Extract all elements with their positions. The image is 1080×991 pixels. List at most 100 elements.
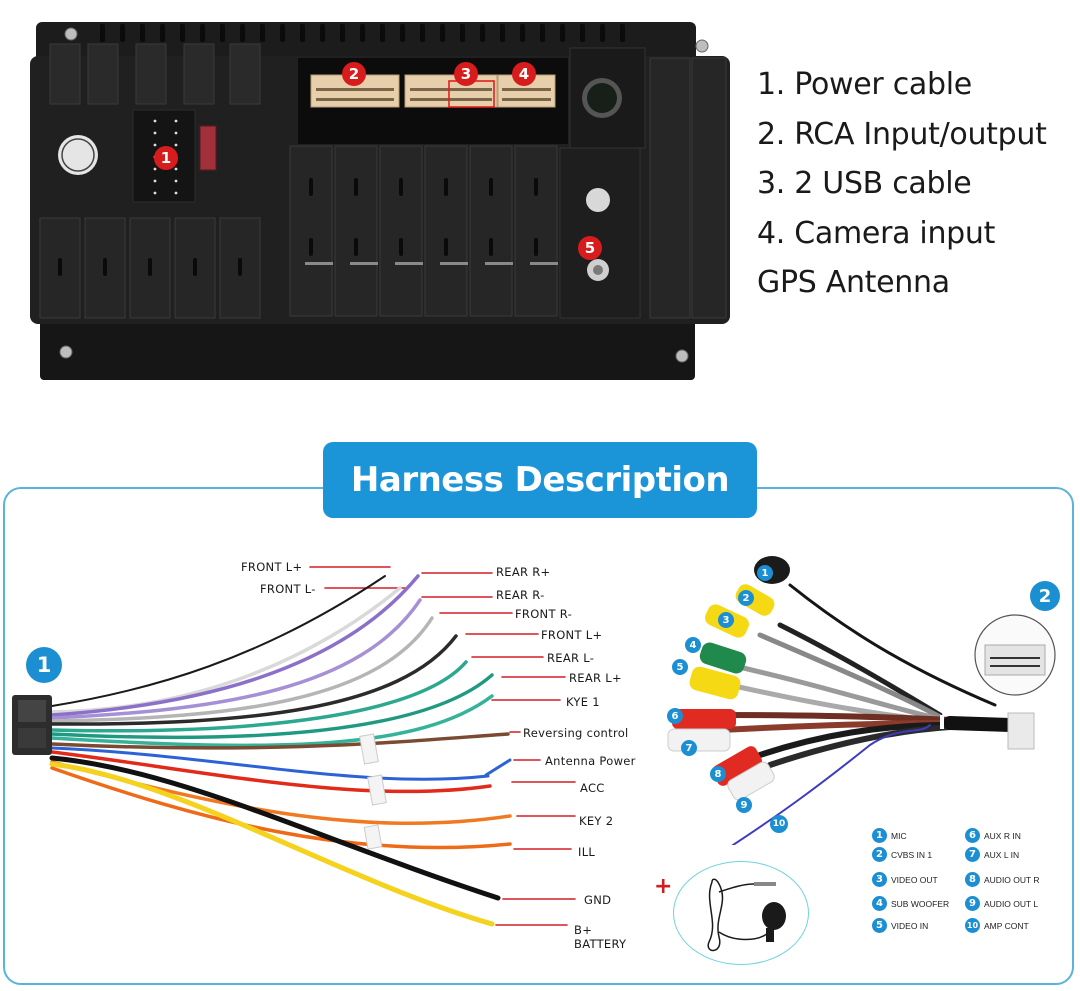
legend-label: AMP CONT: [984, 920, 1029, 931]
device-callout-1: 1: [154, 146, 178, 170]
rca-callout-3: 3: [718, 612, 734, 628]
wire-purple-2: [50, 598, 422, 720]
wire-label-reversing-control: Reversing control: [523, 726, 629, 740]
legend-label: VIDEO OUT: [891, 874, 938, 885]
device-callout-5: 5: [578, 236, 602, 260]
device-callout-4: 4: [512, 62, 536, 86]
wire-green-2: [50, 673, 494, 740]
wire-orange-2: [50, 766, 512, 850]
port-legend: 1. Power cable 2. RCA Input/output 3. 2 …: [757, 60, 1047, 308]
legend-item-audio-out-l: 9 AUDIO OUT L: [965, 896, 1038, 911]
wire-green-3: [50, 694, 494, 748]
callout-text: 1: [160, 149, 172, 167]
rca-callout-2: 2: [738, 590, 754, 606]
wire-purple-1: [50, 574, 420, 717]
head-unit-rear-photo: 1 2 3 4 5: [30, 18, 730, 386]
legend-number: 7: [965, 847, 980, 862]
callout-text: 2: [348, 65, 360, 83]
microphone-icon: [707, 878, 786, 952]
wire-yellow: [49, 761, 495, 927]
callout-text: 5: [676, 661, 684, 673]
wire-label-ill: ILL: [578, 845, 596, 859]
wire-label-gnd: GND: [584, 893, 612, 907]
head-unit-rear-drawing: [30, 18, 730, 386]
section-1-badge: 1: [26, 647, 62, 683]
iso-harness-diagram: 1 FRONT L+ FRONT L- REAR R+ REAR R- FRON…: [0, 540, 660, 980]
device-callout-3: 3: [454, 62, 478, 86]
legend-label: AUX R IN: [984, 830, 1021, 841]
callout-text: 7: [685, 742, 693, 754]
iso-harness-wires: [12, 566, 576, 927]
badge-text: 1: [36, 653, 52, 677]
legend-number: 2: [872, 847, 887, 862]
harness-title: Harness Description: [350, 460, 730, 500]
wire-black-1: [51, 575, 386, 707]
device-callout-2: 2: [342, 62, 366, 86]
legend-number: 4: [872, 896, 887, 911]
rca-callout-4: 4: [685, 637, 701, 653]
port-item-rca: 2. RCA Input/output: [757, 116, 1047, 152]
legend-item-sub-woofer: 4 SUB WOOFER: [872, 896, 949, 911]
legend-number: 10: [965, 918, 980, 933]
rca-callout-8: 8: [710, 766, 726, 782]
rca-callout-1: 1: [757, 565, 773, 581]
port-item-gps: GPS Antenna: [757, 265, 950, 300]
callout-text: 4: [518, 65, 530, 83]
legend-label: AUDIO OUT L: [984, 898, 1039, 909]
wire-label-rear-l-minus: REAR L-: [547, 651, 595, 665]
rca-harness-diagram: 2 1 2 3 4 5 6 7 8 9 10: [640, 545, 1070, 845]
rca-callout-10: 10: [770, 815, 788, 833]
wire-label-rear-l-plus: REAR L+: [569, 671, 622, 685]
harness-title-badge: Harness Description: [323, 442, 757, 518]
legend-item-amp-cont: 10 AMP CONT: [965, 918, 1029, 933]
wire-gray: [50, 616, 434, 723]
rca-callout-6: 6: [667, 708, 683, 724]
rca-harness-cables: [667, 556, 1056, 845]
legend-number: 8: [965, 872, 980, 887]
callout-text: 3: [460, 65, 472, 83]
callout-text: 2: [742, 592, 750, 604]
legend-label: SUB WOOFER: [891, 898, 950, 909]
wire-label-rear-r-minus: REAR R-: [496, 588, 545, 602]
rca-callout-9: 9: [736, 797, 752, 813]
wire-red: [50, 750, 492, 794]
callout-text: 4: [689, 639, 697, 651]
legend-item-video-out: 3 VIDEO OUT: [872, 872, 938, 887]
wire-black-2: [50, 634, 458, 726]
port-item-power: 1. Power cable: [757, 67, 972, 102]
wire-blue: [50, 746, 490, 781]
microphone-accessory: [673, 861, 809, 965]
wire-brown: [50, 732, 510, 750]
wire-label-rear-r-plus: REAR R+: [496, 565, 551, 579]
wire-green-1: [50, 660, 468, 733]
wire-label-b-plus: B+: [574, 923, 593, 937]
rca-callout-7: 7: [681, 740, 697, 756]
callout-text: 5: [584, 239, 596, 257]
wire-label-key-2: KEY 2: [579, 814, 614, 828]
wire-label-front-l-plus: FRONT L+: [241, 560, 303, 574]
rca-callout-5: 5: [672, 659, 688, 675]
port-item-usb: 3. 2 USB cable: [757, 166, 972, 201]
wire-white: [50, 586, 402, 714]
callout-text: 6: [671, 710, 679, 722]
wire-label-front-l-minus: FRONT L-: [260, 582, 316, 596]
callout-text: 10: [772, 819, 786, 829]
legend-number: 9: [965, 896, 980, 911]
wire-label-kye-1: KYE 1: [566, 695, 600, 709]
iso-connector: [12, 695, 52, 755]
plus-icon: +: [654, 874, 673, 899]
legend-number: 3: [872, 872, 887, 887]
wire-black-3: [49, 755, 501, 901]
wire-label-acc: ACC: [580, 781, 605, 795]
badge-text: 2: [1038, 585, 1052, 607]
legend-label: VIDEO IN: [891, 920, 929, 931]
wire-label-battery: BATTERY: [574, 937, 627, 951]
section-2-badge: 2: [1030, 581, 1060, 611]
callout-text: 9: [740, 799, 748, 811]
